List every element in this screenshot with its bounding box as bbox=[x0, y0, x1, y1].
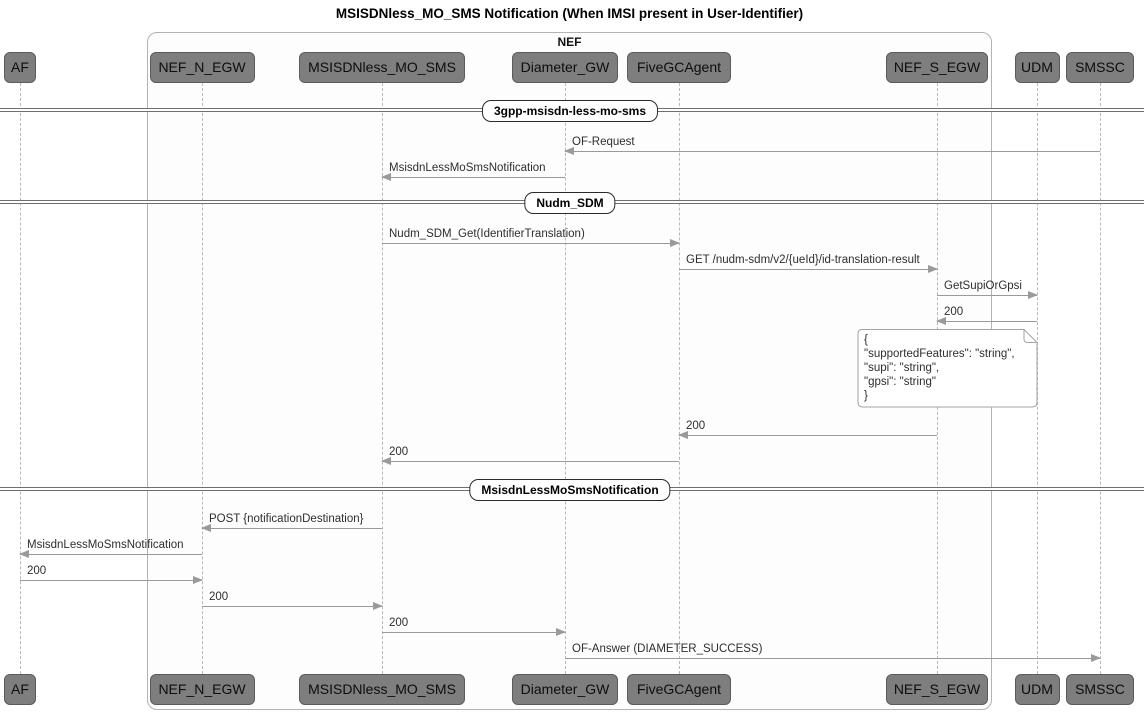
divider-label-3gpp-msisdn-less-mo-sms: 3gpp-msisdn-less-mo-sms bbox=[481, 99, 659, 122]
message-line bbox=[565, 657, 1100, 659]
message-label: MsisdnLessMoSmsNotification bbox=[389, 162, 546, 174]
message-200: 200 bbox=[678, 417, 937, 440]
participant-af-top: AF bbox=[4, 52, 36, 83]
message-label: 200 bbox=[686, 420, 706, 432]
message-line bbox=[937, 294, 1037, 296]
lifeline-smssc bbox=[1100, 83, 1101, 674]
participant-diameter-gw-bottom: Diameter_GW bbox=[512, 674, 618, 705]
lifeline-fivegcagent bbox=[679, 83, 680, 674]
note-shape bbox=[857, 329, 1038, 408]
message-line bbox=[382, 460, 679, 462]
arrowhead-left-icon bbox=[936, 317, 946, 326]
message-label: MsisdnLessMoSmsNotification bbox=[27, 539, 184, 551]
note-line: "gpsi": "string" bbox=[864, 376, 936, 388]
message-of-answer-diameter-success-: OF-Answer (DIAMETER_SUCCESS) bbox=[565, 640, 1101, 663]
message-label: 200 bbox=[27, 565, 47, 577]
participant-nef-n-egw-top: NEF_N_EGW bbox=[149, 52, 255, 83]
arrowhead-right-icon bbox=[928, 265, 938, 274]
message-line bbox=[565, 150, 1100, 152]
participant-nef-s-egw-bottom: NEF_S_EGW bbox=[886, 674, 988, 705]
note-line: } bbox=[864, 390, 868, 402]
note-line: "supi": "string", bbox=[864, 362, 940, 374]
message-of-request: OF-Request bbox=[564, 133, 1100, 156]
participant-udm-bottom: UDM bbox=[1014, 674, 1060, 705]
nef-frame-label: NEF bbox=[557, 35, 582, 49]
message-label: 200 bbox=[209, 591, 229, 603]
message-200: 200 bbox=[382, 614, 566, 637]
message-label: 200 bbox=[389, 617, 409, 629]
lifeline-diameter-gw bbox=[565, 83, 566, 674]
lifeline-nef-n-egw bbox=[202, 83, 203, 674]
arrowhead-right-icon bbox=[670, 239, 680, 248]
message-line bbox=[679, 268, 937, 270]
message-line bbox=[937, 320, 1037, 322]
arrowhead-right-icon bbox=[1028, 291, 1038, 300]
participant-fivegcagent-bottom: FiveGCAgent bbox=[627, 674, 731, 705]
message-label: POST {notificationDestination} bbox=[209, 513, 364, 525]
message-label: OF-Answer (DIAMETER_SUCCESS) bbox=[572, 643, 763, 655]
arrowhead-left-icon bbox=[564, 147, 574, 156]
message-200: 200 bbox=[202, 588, 383, 611]
message-200: 200 bbox=[936, 303, 1037, 326]
message-line bbox=[382, 242, 679, 244]
participant-udm-top: UDM bbox=[1014, 52, 1060, 83]
note-text: { "supportedFeatures": "string", "supi": "… bbox=[864, 333, 1015, 403]
message-post-notificationdestination-: POST {notificationDestination} bbox=[201, 510, 382, 533]
note: { "supportedFeatures": "string", "supi": "… bbox=[857, 329, 1038, 408]
message-line bbox=[20, 553, 202, 555]
participant-smssc-top: SMSSC bbox=[1066, 52, 1134, 83]
message-label: OF-Request bbox=[572, 136, 635, 148]
message-line bbox=[202, 605, 382, 607]
diagram-title: MSISDNless_MO_SMS Notification (When IMS… bbox=[335, 6, 804, 21]
message-msisdnlessmosmsnotification: MsisdnLessMoSmsNotification bbox=[381, 159, 565, 182]
message-label: GET /nudm-sdm/v2/{ueId}/id-translation-r… bbox=[686, 254, 920, 266]
participant-msisdnless-mo-sms-top: MSISDNless_MO_SMS bbox=[299, 52, 465, 83]
participant-nef-n-egw-bottom: NEF_N_EGW bbox=[149, 674, 255, 705]
arrowhead-left-icon bbox=[201, 524, 211, 533]
arrowhead-right-icon bbox=[1091, 654, 1101, 663]
message-200: 200 bbox=[381, 443, 679, 466]
participant-diameter-gw-top: Diameter_GW bbox=[512, 52, 618, 83]
arrowhead-left-icon bbox=[678, 431, 688, 440]
message-get-nudm-sdm-v2-ueid-id-translation-result: GET /nudm-sdm/v2/{ueId}/id-translation-r… bbox=[679, 251, 938, 274]
arrowhead-right-icon bbox=[373, 602, 383, 611]
arrowhead-left-icon bbox=[19, 550, 29, 559]
message-nudm-sdm-get-identifiertranslation-: Nudm_SDM_Get(IdentifierTranslation) bbox=[382, 225, 680, 248]
message-line bbox=[20, 579, 202, 581]
note-line: "supportedFeatures": "string", bbox=[864, 348, 1015, 360]
message-line bbox=[382, 176, 565, 178]
divider-label-msisdnlessmosmsnotification: MsisdnLessMoSmsNotification bbox=[469, 478, 671, 501]
message-label: GetSupiOrGpsi bbox=[944, 280, 1022, 292]
participant-msisdnless-mo-sms-bottom: MSISDNless_MO_SMS bbox=[299, 674, 465, 705]
message-line bbox=[202, 527, 382, 529]
message-label: 200 bbox=[389, 446, 409, 458]
message-label: Nudm_SDM_Get(IdentifierTranslation) bbox=[389, 228, 585, 240]
note-line: { bbox=[864, 334, 868, 346]
message-label: 200 bbox=[944, 306, 964, 318]
participant-nef-s-egw-top: NEF_S_EGW bbox=[886, 52, 988, 83]
arrowhead-left-icon bbox=[381, 173, 391, 182]
arrowhead-left-icon bbox=[381, 457, 391, 466]
participant-af-bottom: AF bbox=[4, 674, 36, 705]
message-getsupiorgpsi: GetSupiOrGpsi bbox=[937, 277, 1038, 300]
message-line bbox=[679, 434, 937, 436]
arrowhead-right-icon bbox=[193, 576, 203, 585]
nef-frame bbox=[147, 32, 992, 710]
message-200: 200 bbox=[20, 562, 203, 585]
message-msisdnlessmosmsnotification: MsisdnLessMoSmsNotification bbox=[19, 536, 202, 559]
lifeline-af bbox=[20, 83, 21, 674]
participant-fivegcagent-top: FiveGCAgent bbox=[627, 52, 731, 83]
participant-smssc-bottom: SMSSC bbox=[1066, 674, 1134, 705]
divider-label-nudm-sdm: Nudm_SDM bbox=[524, 191, 616, 214]
message-line bbox=[382, 631, 565, 633]
arrowhead-right-icon bbox=[556, 628, 566, 637]
lifeline-msisdnless-mo-sms bbox=[382, 83, 383, 674]
